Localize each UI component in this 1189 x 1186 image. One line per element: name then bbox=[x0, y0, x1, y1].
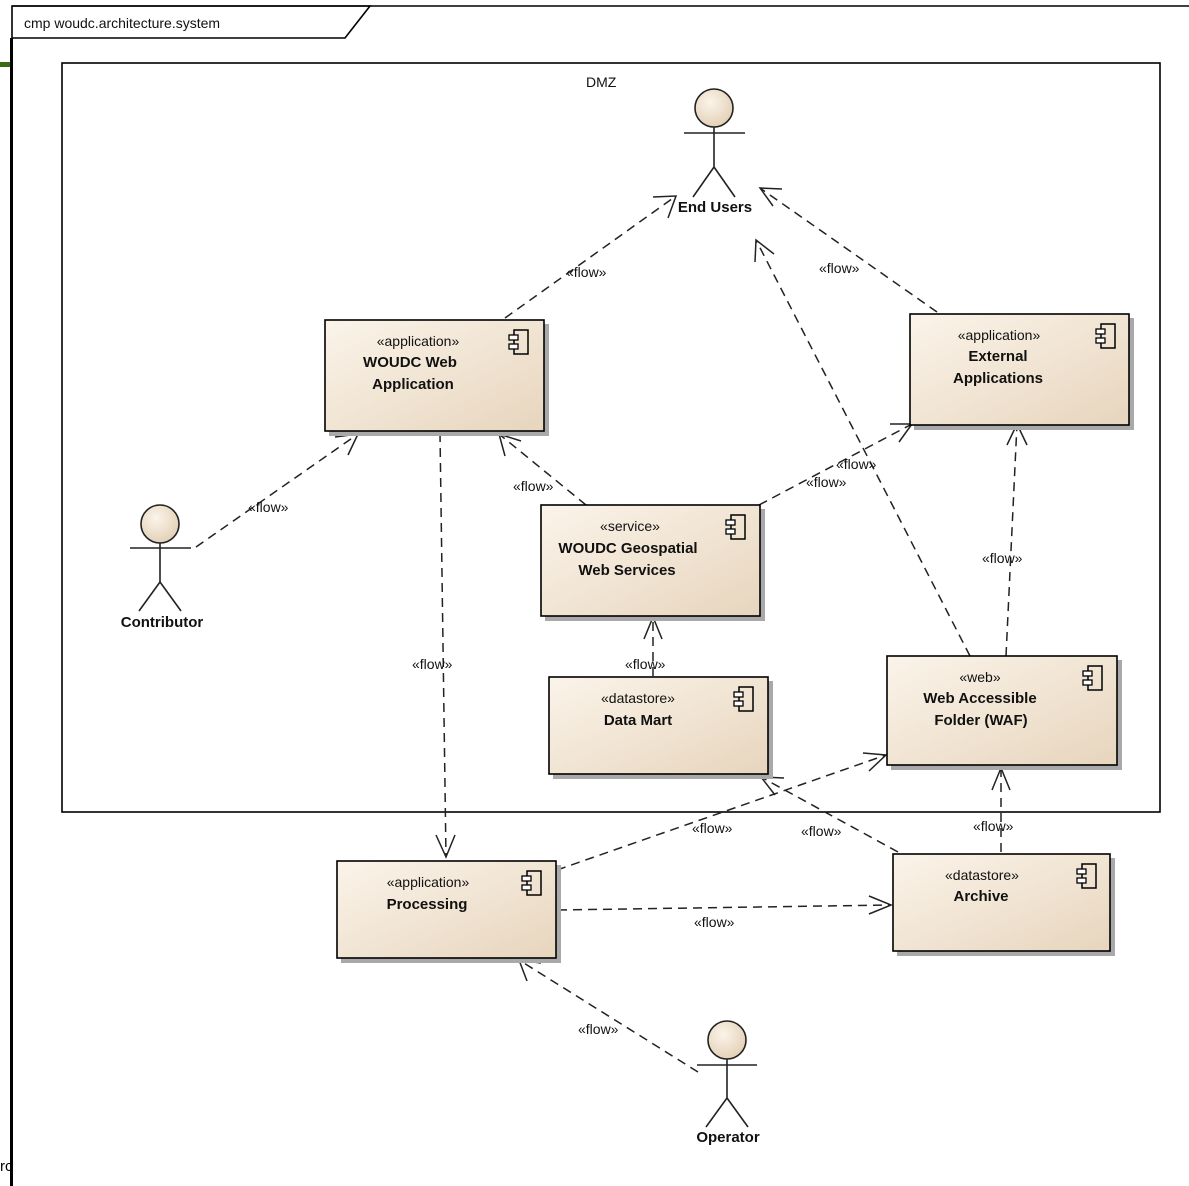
flow-label: «flow» bbox=[982, 550, 1023, 566]
component-name-line2: Web Services bbox=[578, 562, 675, 579]
component-woudc-web-application[interactable]: «application» WOUDC Web Application bbox=[324, 319, 549, 436]
flow-label: «flow» bbox=[806, 474, 847, 490]
flow-labels: «flow» «flow» «flow» «flow» «flow» «flow… bbox=[248, 260, 1023, 1037]
flow-label: «flow» bbox=[973, 818, 1014, 834]
component-name-line2: Applications bbox=[953, 370, 1043, 387]
component-external-applications[interactable]: «application» External Applications bbox=[909, 313, 1134, 430]
component-icon bbox=[1095, 323, 1116, 349]
component-stereotype: «web» bbox=[959, 669, 1000, 685]
actor-label: End Users bbox=[678, 199, 752, 216]
component-stereotype: «datastore» bbox=[945, 867, 1019, 883]
green-marker bbox=[0, 62, 12, 67]
component-stereotype: «application» bbox=[387, 874, 470, 890]
component-stereotype: «datastore» bbox=[601, 690, 675, 706]
flow-label: «flow» bbox=[694, 914, 735, 930]
flow-label: «flow» bbox=[625, 656, 666, 672]
actor-label: Operator bbox=[696, 1129, 760, 1146]
dmz-boundary: DMZ bbox=[61, 62, 1161, 813]
flow-label: «flow» bbox=[819, 260, 860, 276]
frame-title: cmp woudc.architecture.system bbox=[24, 15, 220, 31]
component-stereotype: «service» bbox=[600, 518, 660, 534]
component-name-line1: WOUDC Web bbox=[363, 354, 457, 371]
component-icon bbox=[1076, 863, 1097, 889]
component-archive[interactable]: «datastore» Archive bbox=[892, 853, 1115, 956]
actor-figure-icon bbox=[684, 88, 745, 198]
dmz-label: DMZ bbox=[586, 74, 617, 90]
component-name-line1: Web Accessible bbox=[923, 690, 1036, 707]
component-data-mart[interactable]: «datastore» Data Mart bbox=[548, 676, 773, 779]
component-name-line1: External bbox=[968, 348, 1027, 365]
frame-tab: cmp woudc.architecture.system bbox=[11, 5, 1189, 39]
component-icon bbox=[1082, 665, 1103, 691]
corner-fragment-text: rc bbox=[0, 1158, 13, 1175]
component-stereotype: «application» bbox=[377, 333, 460, 349]
component-name-line2: Folder (WAF) bbox=[934, 712, 1027, 729]
actor-figure-icon bbox=[130, 504, 191, 612]
flow-label: «flow» bbox=[566, 264, 607, 280]
component-name-line1: Archive bbox=[953, 888, 1008, 905]
component-web-accessible-folder[interactable]: «web» Web Accessible Folder (WAF) bbox=[886, 655, 1122, 770]
flow-label: «flow» bbox=[412, 656, 453, 672]
flow-label: «flow» bbox=[578, 1021, 619, 1037]
flow-label: «flow» bbox=[836, 456, 877, 472]
component-icon bbox=[725, 514, 746, 540]
component-icon bbox=[508, 329, 529, 355]
frame-left-border bbox=[10, 38, 13, 1186]
component-name-line1: Processing bbox=[387, 896, 468, 913]
actor-end-users[interactable]: End Users bbox=[678, 88, 752, 216]
actor-figure-icon bbox=[697, 1020, 757, 1128]
actor-operator[interactable]: Operator bbox=[696, 1020, 760, 1146]
component-icon bbox=[733, 686, 754, 712]
component-icon bbox=[521, 870, 542, 896]
flow-label: «flow» bbox=[801, 823, 842, 839]
component-stereotype: «application» bbox=[958, 327, 1041, 343]
component-name-line2: Application bbox=[372, 376, 454, 393]
flow-label: «flow» bbox=[513, 478, 554, 494]
actor-contributor[interactable]: Contributor bbox=[121, 504, 204, 631]
flow-label: «flow» bbox=[692, 820, 733, 836]
component-processing[interactable]: «application» Processing bbox=[336, 860, 561, 963]
component-name-line1: Data Mart bbox=[604, 712, 672, 729]
flow-label: «flow» bbox=[248, 499, 289, 515]
actor-label: Contributor bbox=[121, 614, 204, 631]
component-woudc-geospatial-web-services[interactable]: «service» WOUDC Geospatial Web Services bbox=[540, 504, 765, 621]
component-name-line1: WOUDC Geospatial bbox=[558, 540, 697, 557]
